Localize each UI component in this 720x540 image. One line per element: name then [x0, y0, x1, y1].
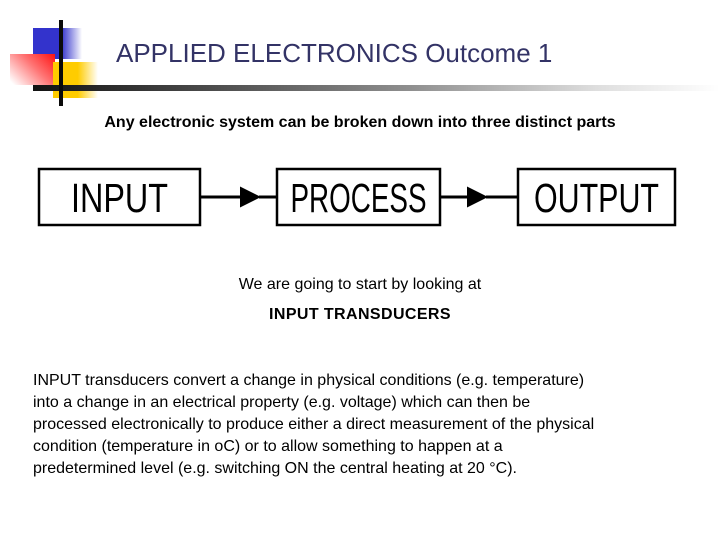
slide-title: APPLIED ELECTRONICS Outcome 1	[116, 38, 553, 68]
output-box	[516, 167, 677, 227]
decoration-vertical-line	[59, 20, 63, 106]
output-box-label: OUTPUT	[534, 175, 659, 221]
subtitle-text: Any electronic system can be broken down…	[104, 114, 616, 131]
input-box-label: INPUT	[71, 175, 168, 221]
arrowhead-icon	[240, 186, 261, 208]
paragraph-line: condition (temperature in oC) or to allo…	[33, 438, 503, 455]
paragraph-line: into a change in an electrical property …	[33, 394, 531, 411]
paragraph-line: INPUT transducers convert a change in ph…	[33, 372, 585, 389]
block-diagram: INPUT PROCESS OUTPUT	[37, 167, 677, 227]
title-underline-bar	[33, 85, 720, 91]
process-box-label: PROCESS	[291, 175, 427, 221]
paragraph-line: predetermined level (e.g. switching ON t…	[33, 460, 517, 477]
paragraph-line: processed electronically to produce eith…	[33, 416, 595, 433]
input-box	[37, 167, 202, 227]
decoration-red-square	[10, 54, 55, 85]
arrowhead-icon	[467, 186, 488, 208]
lead-in-text: We are going to start by looking at	[238, 276, 482, 293]
decoration-blue-square	[33, 28, 82, 59]
topic-text: INPUT TRANSDUCERS	[269, 306, 451, 323]
body-paragraph: INPUT transducers convert a change in ph…	[33, 370, 693, 480]
